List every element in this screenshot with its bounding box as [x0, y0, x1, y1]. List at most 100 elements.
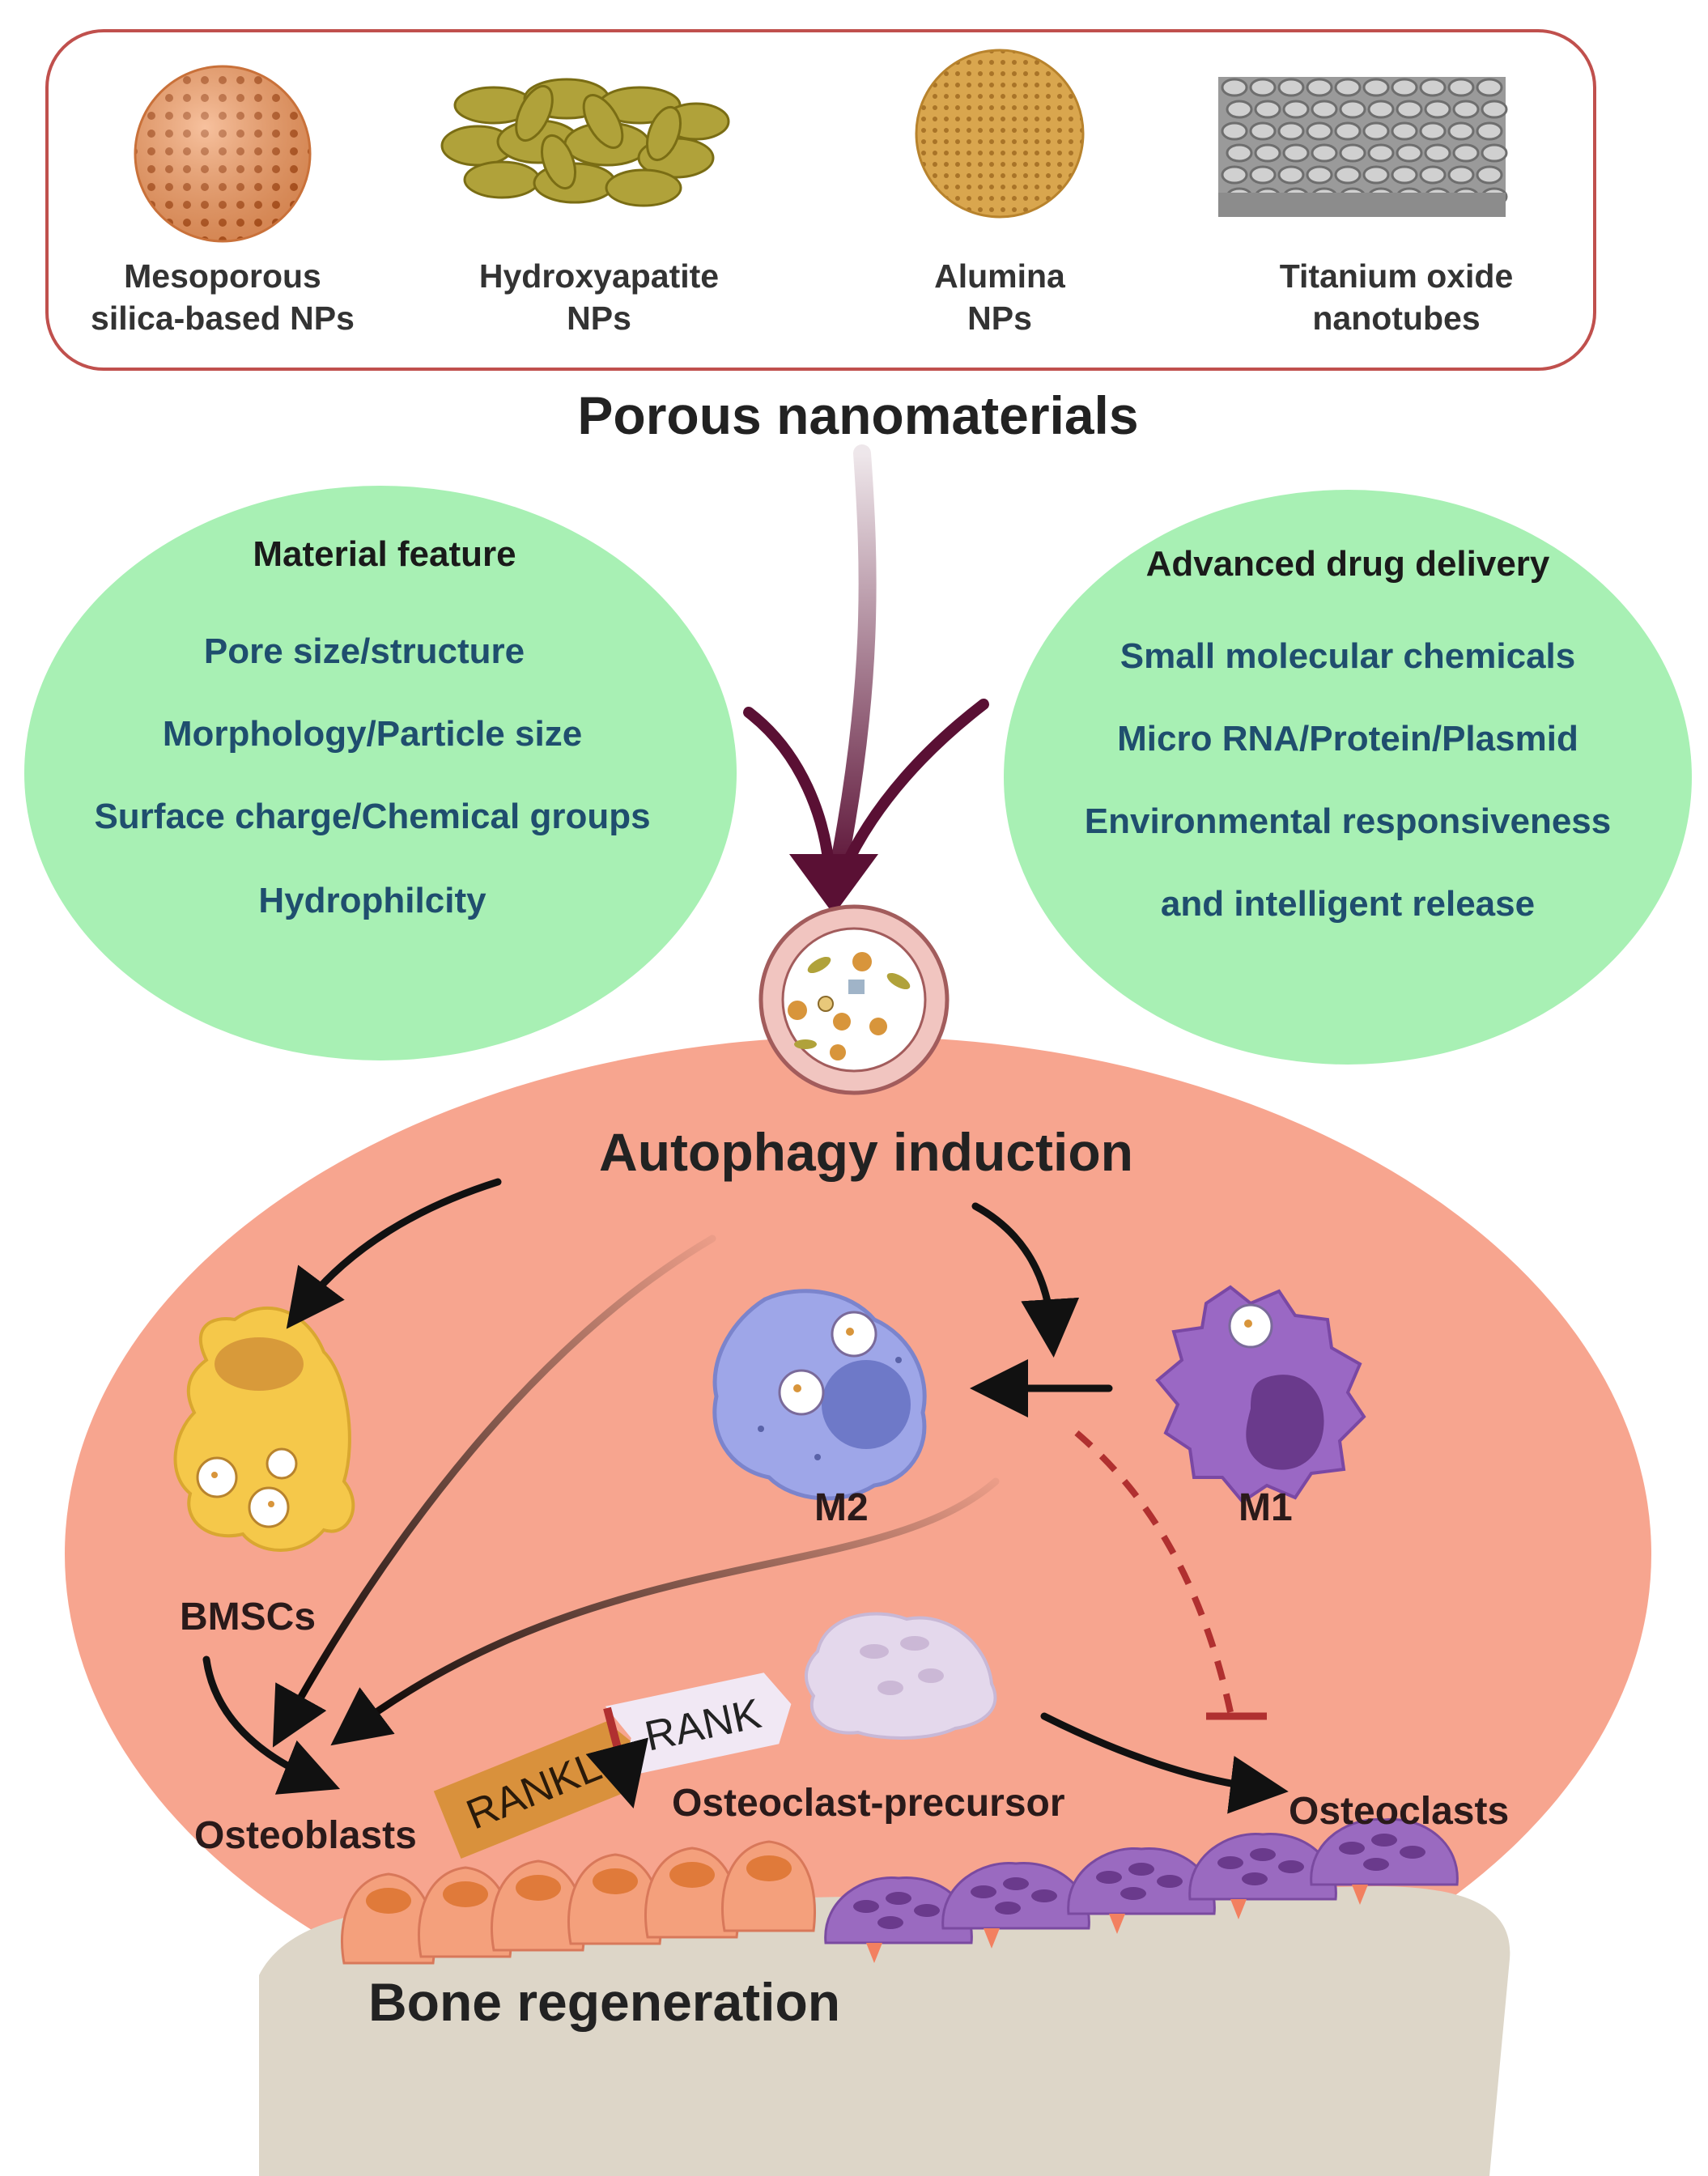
osteoblast-cell [567, 1853, 663, 1945]
mesoporous-label: Mesoporous silica-based NPs [77, 255, 368, 339]
nanotube [1367, 100, 1395, 119]
nanotube [1277, 78, 1305, 97]
hydroxyapatite-icon [440, 78, 730, 207]
material-feature-item-2: Morphology/Particle size [162, 714, 583, 754]
m2-inhibits-osteoclasts [1074, 1430, 1267, 1720]
mesoporous-line1: Mesoporous [124, 257, 321, 295]
osteoblast-cell [340, 1872, 436, 1965]
nanotube [1249, 165, 1277, 185]
arrow-m2-to-osteoblasts [330, 1477, 1000, 1746]
nanotube [1481, 143, 1508, 163]
nanotube [1391, 121, 1418, 141]
nanotube [1391, 165, 1418, 185]
nanotube [1282, 100, 1310, 119]
nanotube [1282, 143, 1310, 163]
arrow-autophagy-to-m2 [971, 1202, 1080, 1358]
nanotube [1476, 78, 1503, 97]
nanotube [1362, 165, 1390, 185]
hydroxyapatite-label: Hydroxyapatite NPs [453, 255, 745, 339]
mesoporous-silica-icon [134, 65, 312, 243]
nanotube [1419, 121, 1447, 141]
nanotube [1226, 100, 1253, 119]
osteoclast-cell [1310, 1817, 1459, 1905]
porous-nanomaterials-title: Porous nanomaterials [577, 385, 1139, 445]
nanotube [1254, 100, 1281, 119]
alumina-line2: NPs [967, 300, 1032, 337]
nanotube [1367, 143, 1395, 163]
osteoclast-cell [1188, 1832, 1337, 1919]
bone-regeneration-title: Bone regeneration [368, 1972, 841, 2032]
m1-macrophage-cell [1155, 1285, 1366, 1504]
nanotube [1447, 165, 1475, 185]
rank-binding-arrow [585, 1706, 648, 1809]
nanoparticle-vesicle-icon [758, 904, 950, 1095]
drug-delivery-item-1: Small molecular chemicals [1120, 636, 1576, 676]
nanotube [1419, 78, 1447, 97]
osteoblast-cell [490, 1859, 586, 1952]
nanotube [1424, 100, 1451, 119]
osteoclast-row [824, 1817, 1459, 1963]
titanium-nanotubes-icon [1218, 77, 1508, 217]
rank-label-shape: RANK [605, 1672, 792, 1778]
nanotube [1362, 121, 1390, 141]
hydroxyapatite-line2: NPs [567, 300, 631, 337]
arrow-precursor-to-osteoclasts [1040, 1712, 1289, 1814]
bone-base [259, 1886, 1510, 2176]
osteoclasts-label: Osteoclasts [1289, 1790, 1510, 1833]
stream-arrowhead [789, 854, 878, 915]
nanotube [1254, 143, 1281, 163]
arrow-autophagy-to-bmscs [286, 1178, 502, 1329]
bmscs-label: BMSCs [180, 1596, 317, 1638]
m1-label: M1 [1239, 1486, 1293, 1529]
nanotube [1481, 100, 1508, 119]
nanotube [1334, 121, 1362, 141]
titanium-line2: nanotubes [1312, 300, 1481, 337]
alumina-line1: Alumina [934, 257, 1065, 295]
nanotube [1277, 121, 1305, 141]
nanotube [1311, 143, 1338, 163]
pathway-arrows [202, 1178, 1289, 1814]
osteoblasts-label: Osteoblasts [194, 1814, 417, 1857]
nanotube [1226, 143, 1253, 163]
nanotube [1334, 165, 1362, 185]
nanotube [1277, 165, 1305, 185]
m2-macrophage-cell [712, 1289, 927, 1501]
arrow-bmscs-to-osteoblasts [202, 1655, 341, 1795]
nanotube [1306, 121, 1333, 141]
nanotube [1391, 78, 1418, 97]
nanotube [1447, 121, 1475, 141]
osteoclast-cell [824, 1876, 973, 1963]
nanotube [1334, 78, 1362, 97]
m2-label: M2 [814, 1486, 869, 1529]
nanotube [1396, 143, 1423, 163]
nanotube [1476, 121, 1503, 141]
nanotube [1249, 78, 1277, 97]
nanotube [1221, 121, 1248, 141]
nanotube [1306, 78, 1333, 97]
nanotube [1339, 143, 1366, 163]
material-feature-title: Material feature [253, 534, 516, 574]
osteoblast-row [340, 1840, 817, 1965]
nanotube [1452, 143, 1480, 163]
porous-stream-arrows [743, 444, 989, 891]
material-feature-panel [24, 486, 737, 1060]
nanotube [1476, 165, 1503, 185]
osteoclast-precursor-label: Osteoclast-precursor [672, 1782, 1065, 1825]
nanotube [1221, 165, 1248, 185]
nanotube [1311, 100, 1338, 119]
bmsc-cell [173, 1306, 355, 1552]
drug-delivery-item-3: Environmental responsiveness [1084, 801, 1612, 841]
titanium-line1: Titanium oxide [1279, 257, 1514, 295]
drug-delivery-item-2: Micro RNA/Protein/Plasmid [1117, 719, 1578, 759]
mesoporous-line2: silica-based NPs [91, 300, 355, 337]
nanotube [1362, 78, 1390, 97]
drug-delivery-panel [1004, 490, 1692, 1065]
hydroxyapatite-line1: Hydroxyapatite [478, 257, 720, 295]
autophagy-induction-title: Autophagy induction [599, 1122, 1133, 1182]
drug-delivery-title: Advanced drug delivery [1145, 544, 1550, 584]
alumina-label: Alumina NPs [870, 255, 1129, 339]
nanotube [1424, 143, 1451, 163]
nanotube [1452, 100, 1480, 119]
nanotube [1447, 78, 1475, 97]
